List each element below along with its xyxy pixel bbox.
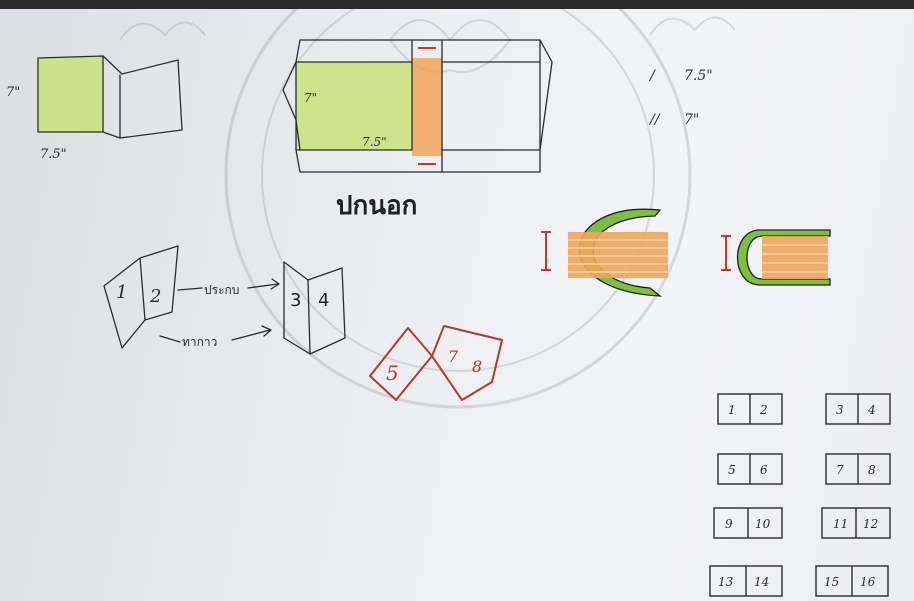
flat-height-label: 7"	[6, 85, 20, 100]
fold-label-bottom: ทากาว	[182, 335, 217, 349]
grid-page-number: 2	[759, 403, 768, 417]
fold-arrows: ประกบ ทากาว	[160, 279, 279, 349]
grid-page-number: 7	[836, 463, 844, 477]
grid-page-number: 13	[718, 575, 734, 589]
red-page-7: 7	[448, 347, 459, 366]
red-fold-sketch: 5 7 8	[370, 326, 502, 400]
spine-cross-section-closed	[721, 230, 830, 285]
grid-page-number: 8	[868, 463, 876, 477]
grid-page-number: 5	[728, 463, 736, 477]
fold-page-2: 2	[149, 286, 161, 307]
grid-page-number: 3	[836, 403, 844, 417]
grid-page-number: 10	[755, 517, 771, 531]
grid-page-number: 16	[860, 575, 876, 589]
red-page-8: 8	[472, 357, 482, 376]
red-page-5: 5	[386, 361, 399, 385]
fold-page-1: 1	[116, 282, 127, 303]
flat-booklet-sketch: 7" 7.5"	[6, 56, 182, 162]
grid-page-number: 6	[760, 463, 768, 477]
top-edge-bar	[0, 0, 914, 9]
page-number-grid: 1 2 3 4 5 6 7 8 9 10 11 12	[710, 394, 890, 596]
grid-page-number: 14	[754, 575, 769, 589]
cover-layout-sketch: 7" 7.5" ปกนอก	[283, 40, 552, 221]
cover-title: ปกนอก	[336, 191, 417, 221]
fold-label-top: ประกบ	[204, 283, 239, 297]
grid-page-number: 15	[824, 575, 839, 589]
cover-height-label: 7"	[304, 91, 317, 105]
fold-sketch-left: 1 2	[104, 246, 178, 348]
legend-mark-2: //	[648, 112, 661, 128]
grid-page-number: 9	[725, 517, 733, 531]
legend-value-2: 7"	[684, 112, 699, 128]
fold-page-4: 4	[318, 290, 329, 311]
grid-page-number: 1	[728, 403, 736, 417]
grid-page-number: 12	[863, 517, 878, 531]
legend-value-1: 7.5"	[684, 68, 713, 84]
grid-page-number: 11	[833, 517, 848, 531]
grid-page-number: 4	[867, 403, 876, 417]
cover-width-label: 7.5"	[362, 135, 387, 149]
legend-mark-1: /	[648, 68, 656, 84]
fold-page-3: 3	[290, 290, 301, 311]
measurement-legend: / 7.5" // 7"	[648, 68, 713, 128]
flat-width-label: 7.5"	[40, 147, 67, 162]
